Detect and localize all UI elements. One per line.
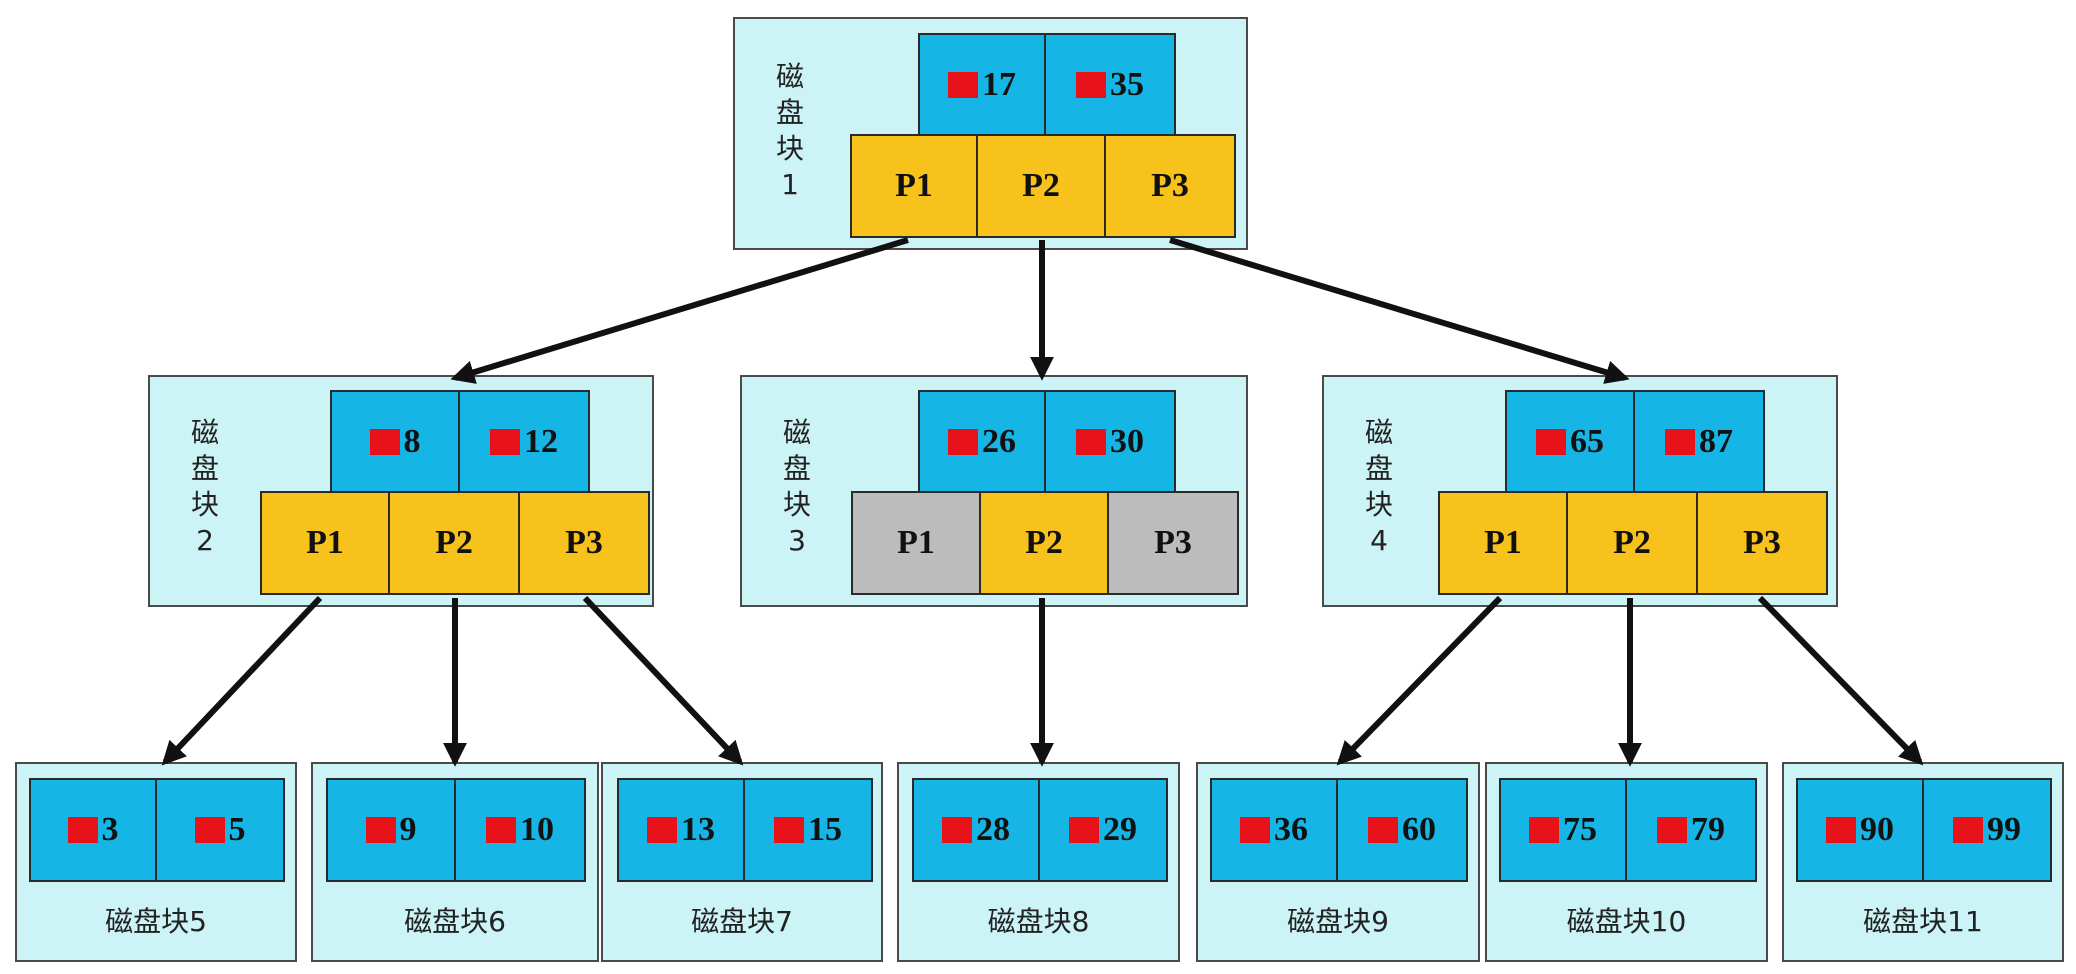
- block-label: 磁盘块9: [1287, 905, 1389, 938]
- pointer-p1: P1: [260, 491, 390, 595]
- data-marker-icon: [369, 428, 400, 455]
- data-marker-icon: [1076, 428, 1106, 455]
- data-marker-icon: [365, 817, 396, 843]
- data-marker-icon: [1240, 817, 1270, 843]
- key-row: 28 29: [912, 778, 1168, 882]
- block-label: 磁 盘 块 2: [190, 416, 219, 557]
- pointer-p2: P2: [390, 491, 520, 595]
- key-cell: 90: [1796, 778, 1924, 882]
- pointer-p2: P2: [1568, 491, 1698, 595]
- key-cell: 10: [456, 778, 586, 882]
- block-label: 磁盘块6: [404, 905, 506, 938]
- key-cell: 99: [1924, 778, 2052, 882]
- key-row: 26 30: [918, 390, 1176, 493]
- disk-block-10: 75 79 磁盘块10: [1485, 762, 1768, 962]
- key-cell: 15: [745, 778, 873, 882]
- disk-block-5: 3 5 磁盘块5: [15, 762, 297, 962]
- data-marker-icon: [1069, 817, 1099, 843]
- data-marker-icon: [948, 71, 978, 98]
- key-cell: 60: [1338, 778, 1468, 882]
- key-cell: 35: [1046, 33, 1176, 136]
- arrow-b4-p1: [1336, 595, 1503, 766]
- key-row: 36 60: [1210, 778, 1468, 882]
- disk-block-11: 90 99 磁盘块11: [1782, 762, 2064, 962]
- data-marker-icon: [1657, 817, 1687, 843]
- key-cell: 13: [617, 778, 745, 882]
- block-label: 磁 盘 块 3: [782, 416, 811, 557]
- data-marker-icon: [774, 817, 804, 843]
- data-marker-icon: [486, 817, 516, 843]
- data-marker-icon: [1953, 817, 1983, 843]
- pointer-row: P1 P2 P3: [850, 134, 1236, 238]
- block-label: 磁 盘 块 1: [775, 60, 804, 201]
- data-marker-icon: [67, 817, 98, 843]
- key-row: 65 87: [1505, 390, 1765, 493]
- key-cell: 12: [460, 390, 590, 493]
- data-marker-icon: [1826, 817, 1856, 843]
- key-row: 3 5: [29, 778, 285, 882]
- data-marker-icon: [1368, 817, 1398, 843]
- block-label: 磁盘块7: [691, 905, 793, 938]
- key-cell: 75: [1499, 778, 1627, 882]
- key-cell: 36: [1210, 778, 1338, 882]
- key-row: 90 99: [1796, 778, 2052, 882]
- data-marker-icon: [942, 817, 972, 843]
- key-cell: 28: [912, 778, 1040, 882]
- disk-block-4: 磁 盘 块 4 65 87 P1 P2 P3: [1322, 375, 1838, 607]
- block-label: 磁盘块11: [1863, 905, 1983, 938]
- pointer-row: P1 P2 P3: [851, 491, 1239, 595]
- data-marker-icon: [1529, 817, 1559, 843]
- arrow-root-p1: [450, 237, 909, 384]
- data-marker-icon: [948, 428, 978, 455]
- data-marker-icon: [647, 817, 677, 843]
- pointer-p3: P3: [520, 491, 650, 595]
- pointer-p2: P2: [978, 134, 1106, 238]
- block-label: 磁盘块10: [1566, 905, 1687, 938]
- key-row: 17 35: [918, 33, 1176, 136]
- block-label: 磁盘块8: [987, 905, 1090, 938]
- disk-block-8: 28 29 磁盘块8: [897, 762, 1180, 962]
- block-label: 磁 盘 块 4: [1364, 416, 1393, 557]
- key-row: 75 79: [1499, 778, 1757, 882]
- pointer-p3: P3: [1109, 491, 1239, 595]
- disk-block-3: 磁 盘 块 3 26 30 P1 P2 P3: [740, 375, 1248, 607]
- disk-block-7: 13 15 磁盘块7: [601, 762, 883, 962]
- key-cell: 8: [330, 390, 460, 493]
- pointer-p1: P1: [851, 491, 981, 595]
- key-cell: 9: [326, 778, 456, 882]
- pointer-row: P1 P2 P3: [1438, 491, 1828, 595]
- data-marker-icon: [1536, 428, 1566, 455]
- disk-block-6: 9 10 磁盘块6: [311, 762, 599, 962]
- disk-block-9: 36 60 磁盘块9: [1196, 762, 1480, 962]
- pointer-p3: P3: [1698, 491, 1828, 595]
- key-cell: 65: [1505, 390, 1635, 493]
- key-cell: 30: [1046, 390, 1176, 493]
- arrow-b2-p3: [582, 595, 744, 766]
- data-marker-icon: [490, 428, 520, 455]
- disk-block-1: 磁 盘 块 1 17 35 P1 P2 P3: [733, 17, 1248, 250]
- data-marker-icon: [1665, 428, 1695, 455]
- data-marker-icon: [1076, 71, 1106, 98]
- pointer-p2: P2: [981, 491, 1109, 595]
- pointer-p1: P1: [1438, 491, 1568, 595]
- arrow-b4-p3: [1757, 595, 1924, 766]
- key-row: 13 15: [617, 778, 873, 882]
- key-row: 9 10: [326, 778, 586, 882]
- pointer-p1: P1: [850, 134, 978, 238]
- arrow-b2-p1: [161, 595, 323, 766]
- key-cell: 5: [157, 778, 285, 882]
- key-cell: 3: [29, 778, 157, 882]
- key-cell: 26: [918, 390, 1046, 493]
- arrow-root-p3: [1169, 237, 1630, 384]
- data-marker-icon: [194, 817, 225, 843]
- key-cell: 87: [1635, 390, 1765, 493]
- key-cell: 29: [1040, 778, 1168, 882]
- key-cell: 79: [1627, 778, 1757, 882]
- pointer-row: P1 P2 P3: [260, 491, 650, 595]
- pointer-p3: P3: [1106, 134, 1236, 238]
- disk-block-2: 磁 盘 块 2 8 12 P1 P2 P3: [148, 375, 654, 607]
- key-cell: 17: [918, 33, 1046, 136]
- key-row: 8 12: [330, 390, 590, 493]
- block-label: 磁盘块5: [105, 905, 207, 938]
